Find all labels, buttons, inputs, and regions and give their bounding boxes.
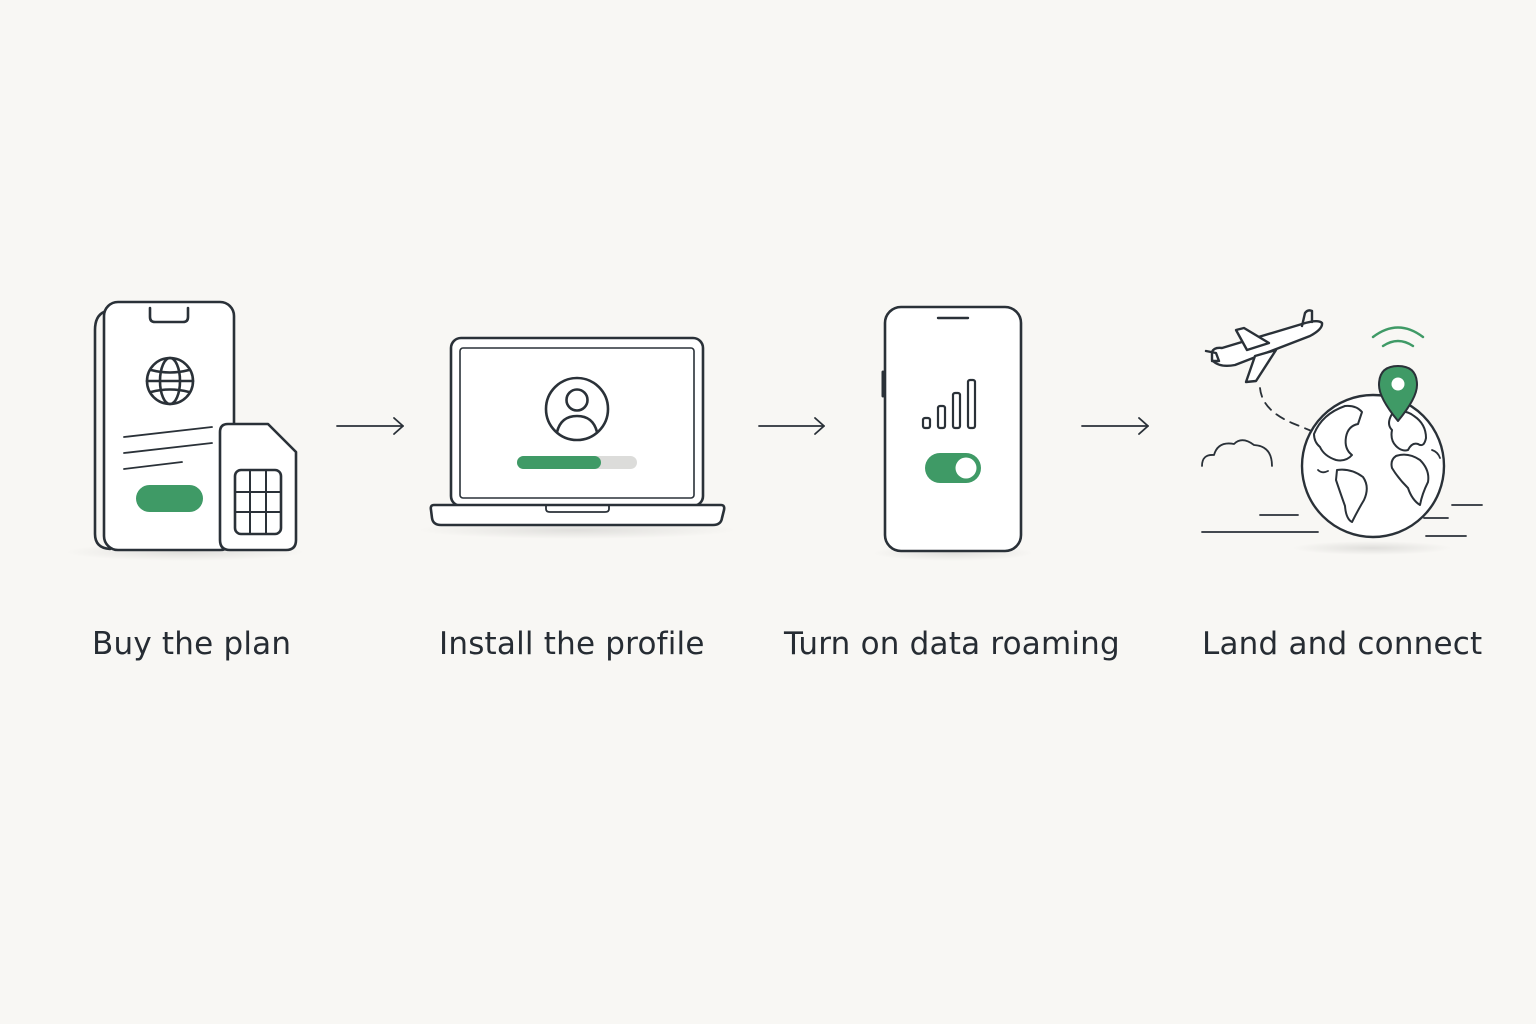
airplane-icon	[1204, 309, 1324, 384]
data-roaming-toggle	[925, 453, 981, 483]
arrow-right-icon	[1081, 417, 1149, 435]
cloud-icon	[1201, 439, 1273, 467]
signal-bars-icon	[921, 378, 977, 430]
phone-with-sim-card-icon	[65, 300, 305, 561]
step-1-label: Buy the plan	[92, 626, 292, 662]
arrow-right-icon	[758, 417, 825, 435]
laptop-profile-install-icon	[417, 336, 737, 539]
step-4-label: Land and connect	[1202, 626, 1483, 662]
step-2-label: Install the profile	[439, 626, 705, 662]
globe-icon	[145, 356, 195, 406]
earth-globe-icon	[1300, 393, 1446, 539]
arrow-right-icon	[336, 417, 404, 435]
signal-waves-icon	[1371, 326, 1425, 348]
location-pin-icon	[1378, 365, 1418, 422]
sim-card-icon	[218, 422, 298, 552]
buy-button	[136, 485, 203, 512]
phone-signal-toggle-icon	[873, 305, 1033, 561]
install-progress-bar	[517, 456, 637, 469]
user-profile-icon	[544, 376, 610, 442]
flight-path	[1259, 387, 1315, 433]
plane-globe-location-icon	[1201, 309, 1483, 555]
step-3-label: Turn on data roaming	[784, 626, 1120, 662]
